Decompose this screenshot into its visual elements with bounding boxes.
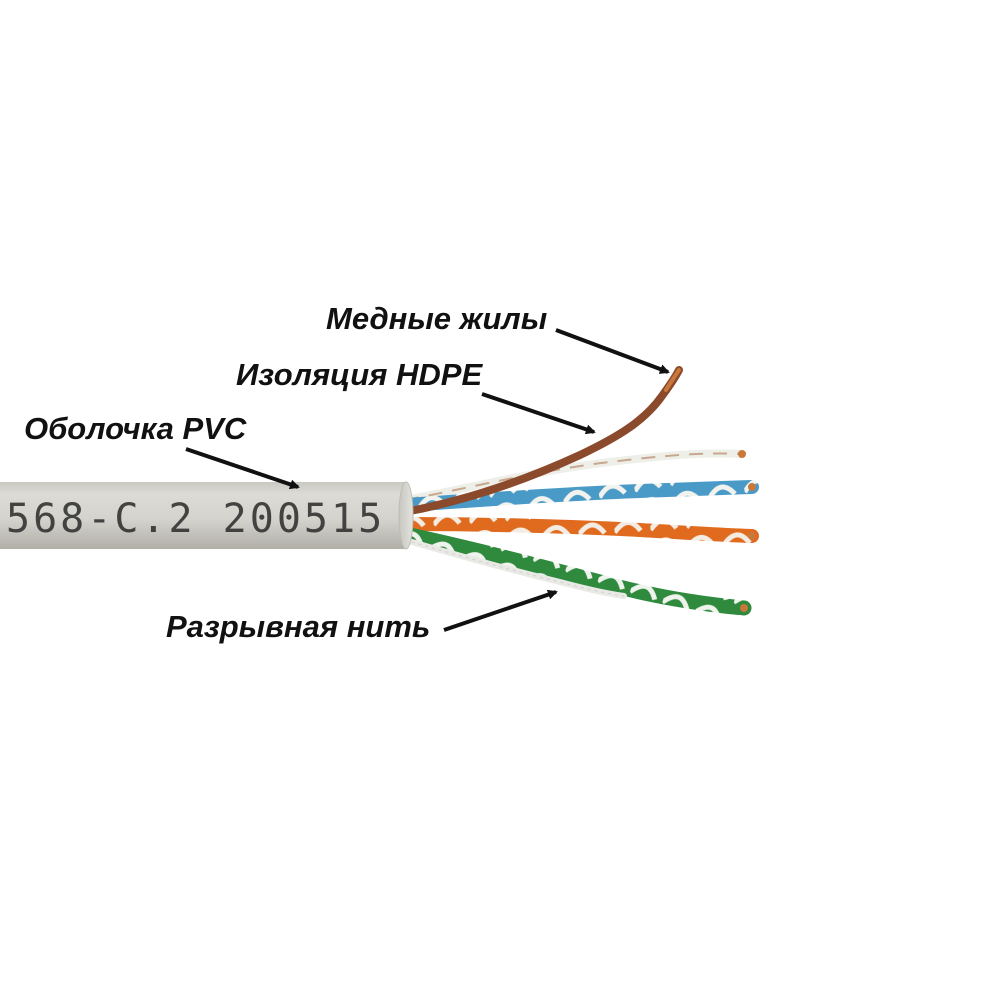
- arrow-rip-cord: [443, 589, 558, 632]
- pvc-jacket: 568-C.2 200515: [0, 481, 414, 550]
- copper-tip: [740, 604, 748, 612]
- copper-tip: [748, 483, 756, 491]
- arrow-copper-cores: [555, 328, 670, 374]
- orange-white-pair: [398, 517, 759, 543]
- arrow-pvc-jacket: [185, 447, 300, 490]
- label-copper-cores: Медные жилы: [326, 301, 548, 336]
- brown-white-pair: [401, 449, 746, 504]
- callout-arrows: [185, 328, 670, 632]
- copper-core: [664, 368, 681, 392]
- twisted-pairs: [397, 366, 759, 616]
- brown-wire: [401, 366, 683, 516]
- jacket-marking: 568-C.2 200515: [6, 496, 385, 542]
- arrow-hdpe-insulation: [481, 392, 596, 435]
- rip-cord: [402, 537, 627, 599]
- copper-tip: [748, 532, 756, 540]
- green-white-pair: [397, 526, 752, 616]
- label-pvc-jacket: Оболочка PVC: [24, 411, 247, 446]
- label-rip-cord: Разрывная нить: [166, 609, 431, 644]
- copper-tip: [738, 450, 746, 458]
- label-hdpe-insulation: Изоляция HDPE: [236, 357, 483, 392]
